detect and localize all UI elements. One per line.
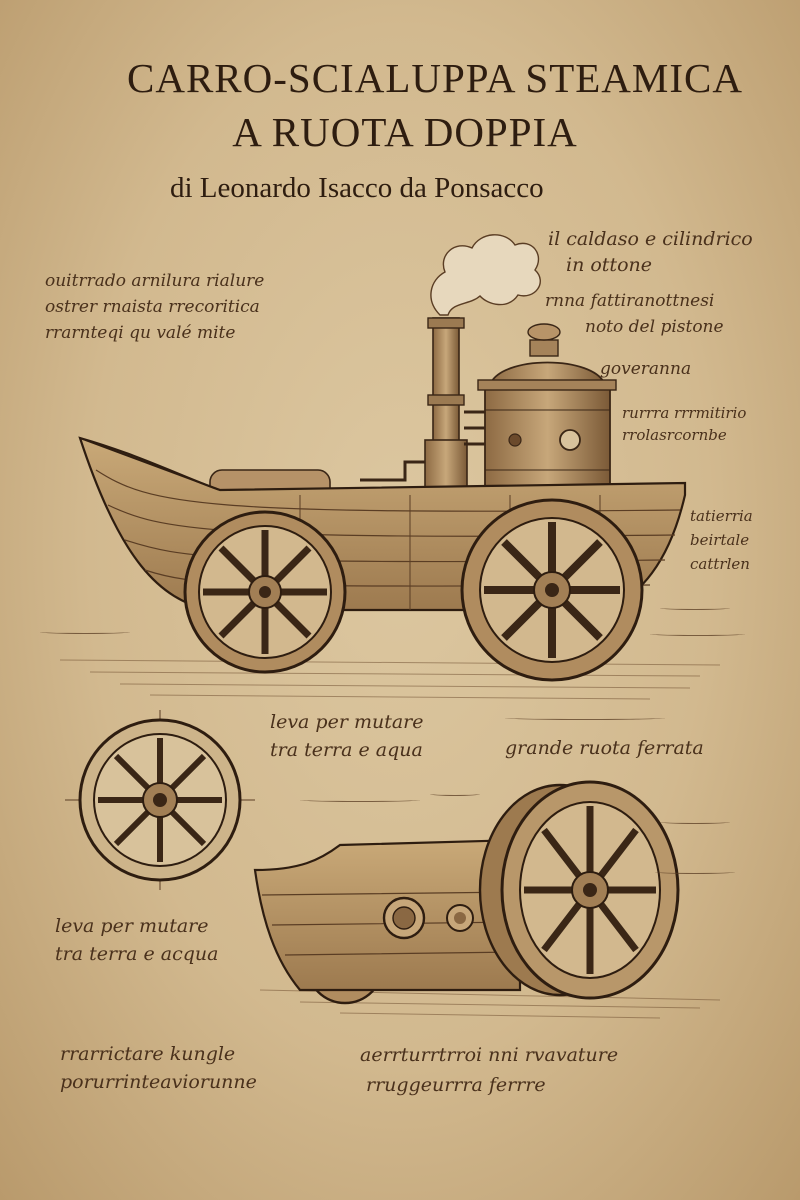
note-bottom-right: aerrturrtrroi nni rvavature rruggeurrra … [360,1044,619,1096]
note-right-side: tatierria beirtale cattrlen [690,507,753,573]
note-right-mid: rurrra rrrmitirio rrolasrcornbe [622,404,747,444]
title-line-1: CARRO-SCIALUPPA STEAMICA [127,55,743,101]
scribble [40,630,130,634]
wheel-detail-drawing [65,710,255,890]
scribble [655,870,735,874]
ground-hatching [59,659,721,1019]
front-wheel [460,498,644,682]
note-lever-center: leva per mutare tra terra e aqua [270,711,424,761]
note-bottom-left: rrarrictare kungle porurrinteaviorunne [60,1043,257,1093]
note-gear: goveranna [600,359,692,379]
note-piston: rnna fattiranottnesi noto del pistone [545,291,724,337]
scribble [300,798,420,802]
author-line: di Leonardo Isacco da Ponsacco [170,172,544,204]
rear-wheel [183,510,347,674]
scribble [505,716,665,720]
steam-smoke [430,234,541,316]
scribble [660,606,730,610]
second-boat-cart-drawing [253,780,680,1005]
note-large-wheel: grande ruota ferrata [505,737,704,759]
scribble [430,792,480,796]
note-left-top: ouitrrado arnilura rialure ostrer rnaist… [45,271,265,343]
scribble [650,632,745,636]
scribble [660,820,730,824]
boiler [477,323,617,491]
note-lever-left: leva per mutare tra terra e acqua [55,915,219,965]
note-boiler: il caldaso e cilindrico in ottone [548,228,753,276]
title-line-2: A RUOTA DOPPIA [232,109,578,155]
